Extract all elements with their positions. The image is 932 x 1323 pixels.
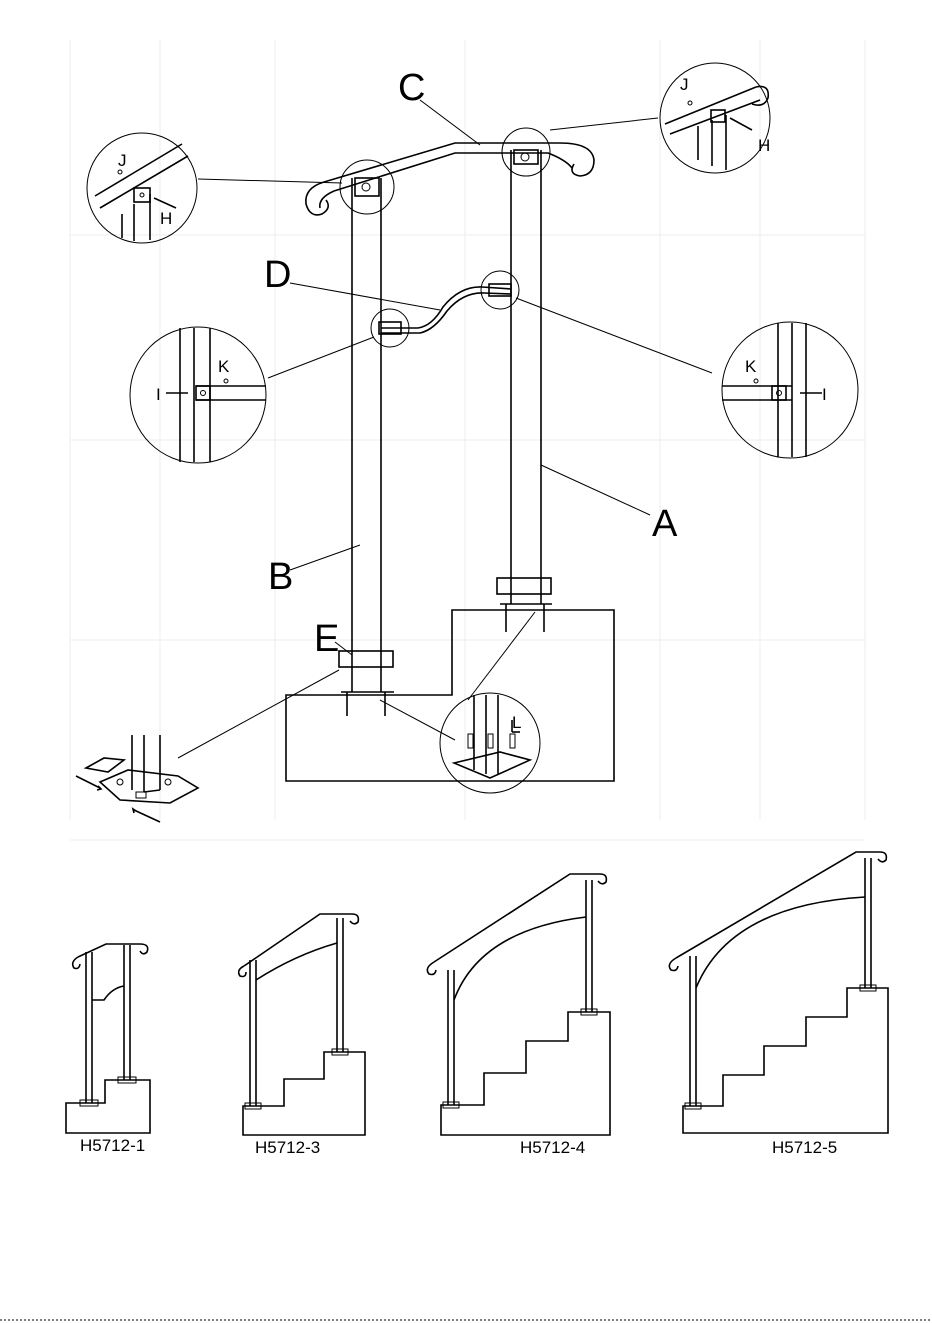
detail-circle-middle-right [722,322,858,458]
model-h5712-5: H5712-5 [669,852,888,1157]
model-label-h5712-5: H5712-5 [772,1138,837,1157]
main-assembly: C D A B E J H J H K I K I L [76,63,858,822]
model-h5712-1: H5712-1 [66,944,150,1155]
handrail-c [306,143,594,215]
post-b [352,178,381,692]
detail-circle-top-left [87,133,197,243]
base-plate-lower [339,651,394,716]
label-a: A [652,503,678,545]
model-variants: H5712-1 H5712-3 [66,852,888,1157]
label-h-left: H [160,209,172,228]
label-k-left: K [218,357,230,376]
model-label-h5712-1: H5712-1 [80,1136,145,1155]
label-i-right: I [822,385,827,404]
label-b: B [268,556,293,598]
post-a [511,150,541,604]
detail-circle-middle-left [130,327,266,463]
label-i-left: I [156,385,161,404]
base-plate-upper [497,578,552,632]
detail-circle-top-right [660,63,770,173]
model-label-h5712-4: H5712-4 [520,1138,585,1157]
model-h5712-3: H5712-3 [239,914,365,1157]
label-j-left: J [118,151,127,170]
top-bracket-right [502,128,550,176]
model-h5712-4: H5712-4 [427,874,610,1157]
label-h-right: H [758,136,770,155]
label-l: L [512,713,521,732]
leader-lines [178,100,712,758]
base-clamp-inset [76,735,198,822]
label-d: D [264,254,291,296]
label-k-right: K [745,357,757,376]
label-c: C [398,67,425,109]
model-label-h5712-3: H5712-3 [255,1138,320,1157]
label-j-right: J [680,75,689,94]
label-e: E [314,618,339,660]
detail-circle-base [440,693,540,793]
arch-brace-d [371,271,519,347]
